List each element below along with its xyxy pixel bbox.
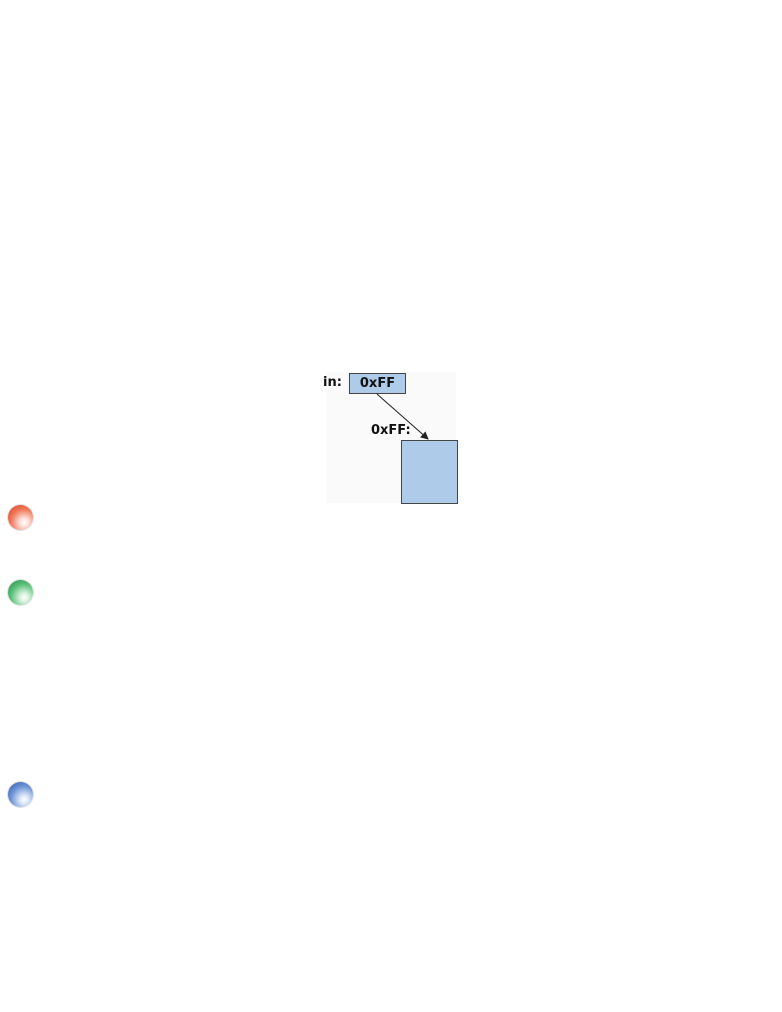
green-bullet-icon — [8, 580, 33, 605]
pointer-value-box: 0xFF — [349, 373, 406, 394]
blue-bullet-icon — [8, 782, 33, 807]
pointer-value-text: 0xFF — [359, 376, 396, 391]
target-memory-block — [401, 440, 458, 504]
target-address-label: 0xFF: — [371, 423, 411, 438]
red-bullet-icon — [8, 505, 33, 530]
pointer-variable-label: in: — [323, 375, 342, 390]
